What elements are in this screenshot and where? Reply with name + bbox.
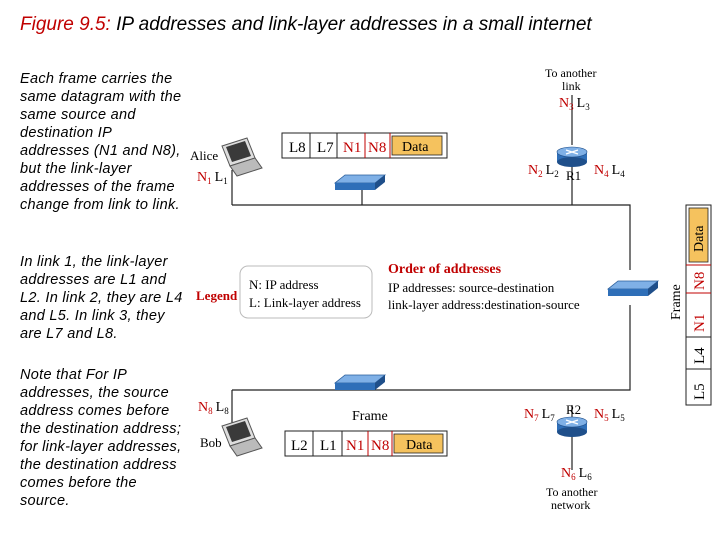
frame3-l5: L5 — [692, 383, 708, 400]
alice-l: L — [215, 170, 224, 185]
alice-n-sub: 1 — [207, 176, 212, 186]
order-title: Order of addresses — [388, 262, 502, 277]
bottom-network-line2: network — [551, 498, 590, 512]
legend-n: N: IP address — [249, 277, 319, 292]
paragraph-links: In link 1, the link-layer addresses are … — [20, 254, 183, 342]
r2-right-l: L — [612, 407, 621, 422]
r1-top-l: L — [577, 96, 586, 111]
frame2-label: Frame — [352, 409, 388, 424]
order-ip: IP addresses: source-destination — [388, 280, 555, 295]
r2-right-n-sub: 5 — [604, 413, 609, 423]
frame1-data: Data — [402, 140, 429, 155]
frame-link2: Data N8 N1 L4 L5 Frame — [669, 204, 712, 406]
r1-right-l: L — [612, 163, 621, 178]
bob-label: Bob — [200, 435, 222, 450]
alice-laptop-icon — [221, 137, 263, 177]
r1-left-l-sub: 2 — [554, 169, 559, 179]
alice-label: Alice — [190, 148, 218, 163]
frame1-l8: L8 — [289, 140, 306, 156]
r2-left-n: N — [524, 407, 534, 422]
frame1-l7: L7 — [317, 140, 334, 156]
figure-title: Figure 9.5: IP addresses and link-layer … — [20, 14, 592, 36]
r1-right-l-sub: 4 — [620, 169, 625, 179]
r1-top-l-sub: 3 — [585, 102, 590, 112]
r2-left-l-sub: 7 — [550, 413, 555, 423]
legend-label: Legend — [196, 288, 238, 303]
r1-top-n-sub: 3 — [569, 102, 574, 112]
legend-l: L: Link-layer address — [249, 295, 361, 310]
frame3-n8: N8 — [692, 272, 708, 290]
frame2-data: Data — [406, 438, 433, 453]
r1-right-n-sub: 4 — [604, 169, 609, 179]
switch-right-icon — [606, 280, 660, 296]
r2-left-n-sub: 7 — [534, 413, 539, 423]
r2-left-l: L — [542, 407, 551, 422]
r1-left-n: N — [528, 163, 538, 178]
frame2-l1: L1 — [320, 438, 337, 454]
r2-bottom-n-sub: 6 — [571, 472, 576, 482]
frame2-n1: N1 — [346, 438, 364, 454]
r2-label: R2 — [566, 402, 581, 417]
frame1-n8: N8 — [368, 140, 386, 156]
bob-l: L — [216, 400, 225, 415]
top-network-line2: link — [562, 79, 581, 93]
bob-n-sub: 8 — [208, 406, 213, 416]
alice-l-sub: 1 — [223, 176, 228, 186]
r1-left-l: L — [546, 163, 555, 178]
r1-left-n-sub: 2 — [538, 169, 543, 179]
frame1-n1: N1 — [343, 140, 361, 156]
frame3-data: Data — [692, 225, 707, 252]
r2-right-l-sub: 5 — [620, 413, 625, 423]
legend-box — [239, 265, 373, 319]
switch-bottom-icon — [333, 374, 387, 390]
order-link: link-layer address:destination-source — [388, 297, 580, 312]
frame2-n8: N8 — [371, 438, 389, 454]
paragraph-order: Note that For IP addresses, the source a… — [20, 367, 182, 509]
figure-label: Figure 9.5: — [20, 14, 111, 35]
bottom-network-line1: To another — [546, 485, 597, 499]
switch-top-icon — [333, 174, 387, 190]
bob-laptop-icon — [221, 417, 263, 457]
r2-bottom-l-sub: 6 — [587, 472, 592, 482]
r2-right-n: N — [594, 407, 604, 422]
r1-right-n: N — [594, 163, 604, 178]
router-r2-icon — [556, 416, 588, 437]
alice-n: N — [197, 170, 207, 185]
r2-bottom-n: N — [561, 466, 571, 481]
r1-label: R1 — [566, 168, 581, 183]
figure-title-text: IP addresses and link-layer addresses in… — [110, 14, 592, 35]
router-r1-icon — [556, 146, 588, 167]
frame3-l4: L4 — [692, 347, 708, 364]
frame3-n1: N1 — [692, 314, 708, 332]
r1-top-n: N — [559, 96, 569, 111]
frame3-label: Frame — [669, 284, 684, 320]
frame2-l2: L2 — [291, 438, 308, 454]
bob-n: N — [198, 400, 208, 415]
r2-bottom-l: L — [579, 466, 588, 481]
top-network-line1: To another — [545, 66, 596, 80]
bob-l-sub: 8 — [224, 406, 229, 416]
paragraph-frames: Each frame carries the same datagram wit… — [20, 71, 182, 213]
frame-link1: L2 L1 N1 N8 Data Frame — [284, 409, 448, 457]
